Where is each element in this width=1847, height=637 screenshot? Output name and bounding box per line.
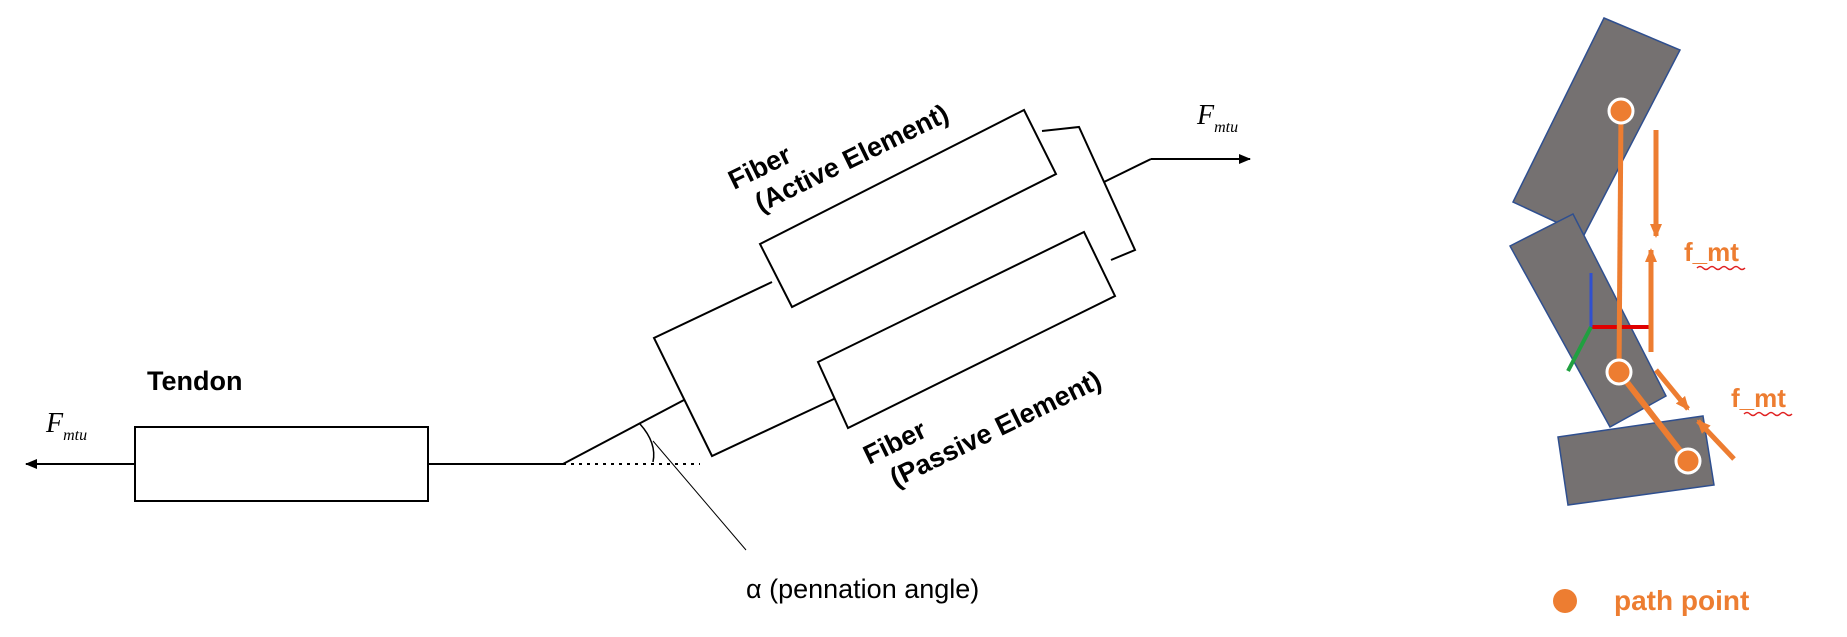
- bone-middle: [1508, 212, 1667, 429]
- muscle-path-segment-2: [1616, 370, 1691, 463]
- legend-path-point-icon: [1553, 589, 1577, 613]
- active-element-box[interactable]: [758, 108, 1058, 309]
- force-arrow-diag-1: [1654, 368, 1690, 411]
- pennation-angle-arc: [639, 423, 655, 463]
- spellcheck-squiggle-lower: [1743, 411, 1793, 417]
- path-point-2[interactable]: [1605, 358, 1633, 386]
- force-label-lower: f_mt: [1731, 383, 1786, 413]
- right-connector: [1103, 158, 1152, 183]
- tendon-box: [134, 426, 429, 502]
- path-point-diagram: f_mt f_mt path point: [1508, 17, 1793, 616]
- muscle-model-labels: Fmtu Fmtu Tendon Fiber (Active Element) …: [45, 98, 1238, 604]
- path-point-1[interactable]: [1607, 97, 1635, 125]
- spellcheck-squiggle-upper: [1696, 265, 1746, 271]
- bone-lower: [1557, 415, 1715, 506]
- fiber-frame-left: [652, 281, 837, 458]
- muscle-model-diagram: [25, 108, 1251, 551]
- fiber-frame-right: [1041, 125, 1137, 261]
- path-point-3[interactable]: [1674, 447, 1702, 475]
- muscle-path-segment-1: [1616, 110, 1624, 373]
- left-force-label: Fmtu: [45, 408, 87, 444]
- angle-leader-line: [652, 440, 747, 551]
- force-label-upper: f_mt: [1684, 237, 1739, 267]
- right-force-label: Fmtu: [1196, 100, 1238, 136]
- legend-label: path point: [1614, 585, 1749, 616]
- pennation-angle-label: α (pennation angle): [746, 574, 979, 604]
- tendon-label: Tendon: [147, 366, 242, 396]
- passive-element-box[interactable]: [816, 230, 1117, 430]
- pennation-connector: [562, 399, 685, 465]
- axis-z: [1566, 326, 1593, 372]
- force-arrow-diag-2: [1696, 419, 1736, 461]
